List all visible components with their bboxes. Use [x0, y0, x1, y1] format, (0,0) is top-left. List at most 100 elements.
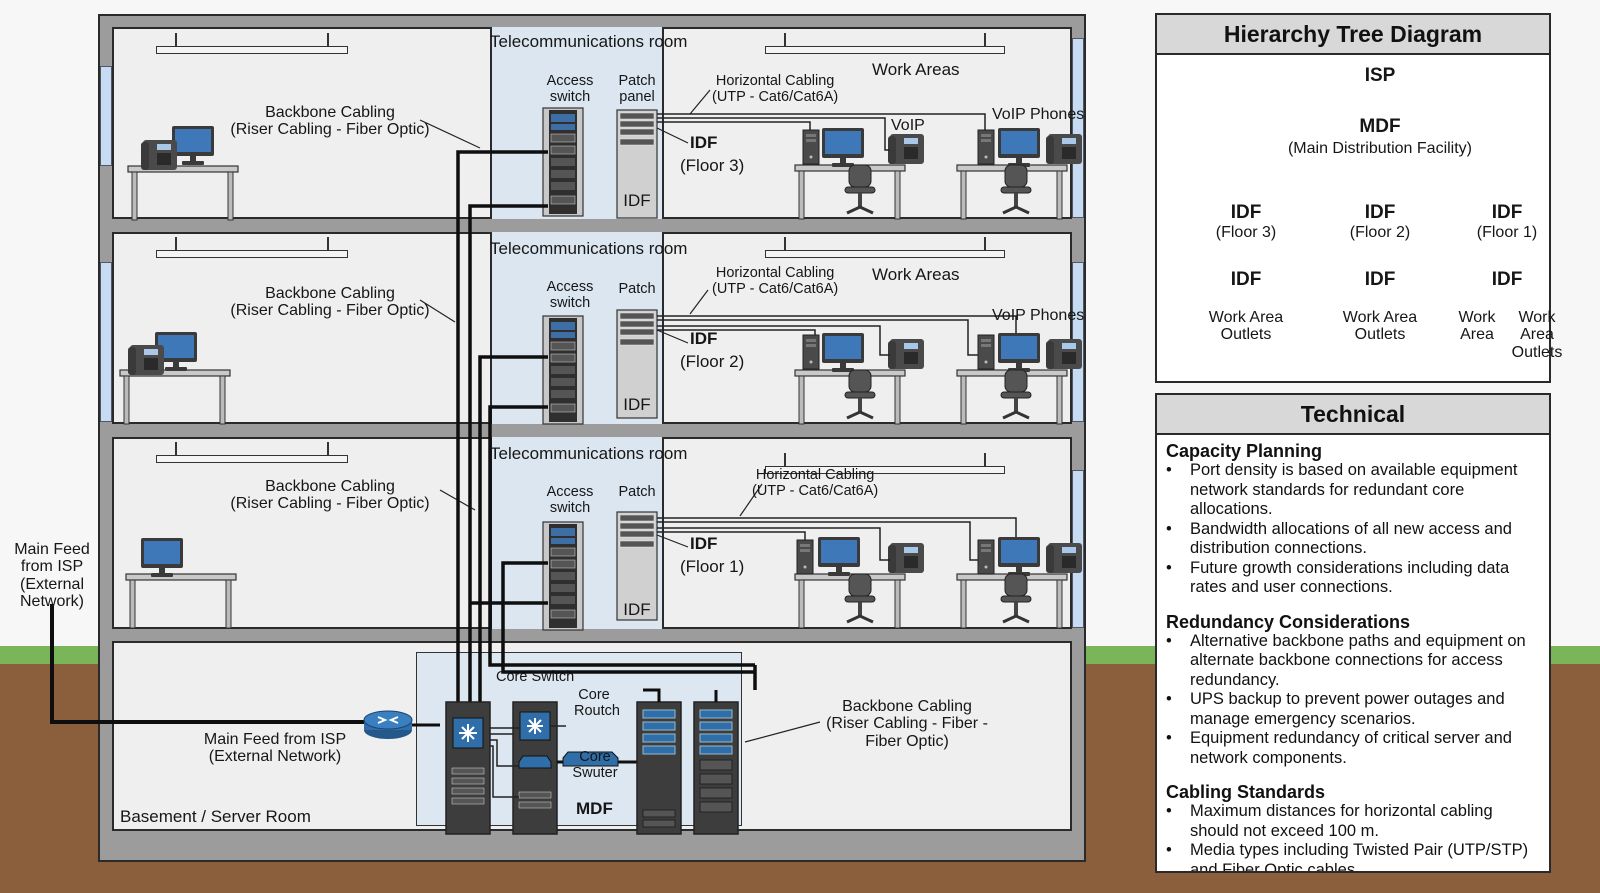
floor3-horizontal-cabling-label: Horizontal Cabling(UTP - Cat6/Cat6A): [712, 73, 839, 105]
floor3-idf-label: IDF: [690, 133, 718, 152]
list-item: Bandwidth allocations of all new access …: [1166, 520, 1541, 559]
list-item: Equipment redundancy of critical server …: [1166, 729, 1541, 768]
floor1-backbone-label: Backbone Cabling(Riser Cabling - Fiber O…: [230, 478, 430, 513]
ceiling-light: [156, 237, 348, 258]
tree-node-idf-floor3: IDF: [1230, 202, 1262, 223]
core-switch-rack-2: [512, 701, 558, 835]
core-interconnect-cables: [490, 725, 566, 798]
hierarchy-tree-panel: Hierarchy Tree Diagram: [1155, 13, 1551, 383]
access-switch-rack: [542, 521, 584, 631]
section-heading-capacity: Capacity Planning: [1166, 441, 1323, 461]
technical-panel: Technical Capacity Planning Port density…: [1155, 393, 1551, 873]
list-item: Maximum distances for horizontal cabling…: [1166, 802, 1541, 841]
core-switch-label: Core Switch: [496, 669, 575, 685]
window: [100, 262, 112, 422]
floor3-work-areas-label: Work Areas: [872, 60, 960, 79]
hierarchy-tree-title: Hierarchy Tree Diagram: [1157, 15, 1549, 55]
tree-leaf-floor3-outlets: Work Area Outlets: [1208, 309, 1284, 344]
floor1-access-switch-label: Access switch: [546, 484, 594, 516]
tree-node-idf-floor2-sub: (Floor 2): [1349, 224, 1411, 241]
tree-node-idf2-child: IDF: [1364, 269, 1396, 290]
floor3-idf-rack-label: IDF: [623, 191, 651, 210]
section-heading-redundancy: Redundancy Considerations: [1166, 611, 1411, 632]
tree-node-idf-floor1-sub: (Floor 1): [1476, 224, 1538, 241]
floor2-work-areas-label: Work Areas: [872, 265, 960, 284]
server-rack-1: [636, 701, 682, 835]
floor2-voip-phones-label: VoIP Phones: [992, 307, 1085, 324]
tree-node-idf3-child: IDF: [1230, 269, 1262, 290]
floor2-idf-floor: (Floor 2): [680, 352, 745, 371]
ceiling-light: [156, 33, 348, 54]
list-item: Future growth considerations including d…: [1166, 559, 1541, 598]
floor3-voip-label: VoIP: [891, 117, 925, 134]
floor1-telecom-title: Telecommunications room: [490, 444, 688, 463]
desk: [119, 369, 231, 425]
monitor-icon: [141, 538, 183, 577]
floor3-voip-phones-label: VoIP Phones: [992, 106, 1085, 123]
redundancy-list: Alternative backbone paths and equipment…: [1166, 632, 1541, 769]
floor2-horizontal-cabling-label: Horizontal Cabling(UTP - Cat6/Cat6A): [712, 265, 839, 297]
phone-icon: [141, 140, 177, 170]
tree-node-mdf-sub: (Main Distribution Facility): [1287, 140, 1473, 157]
backbone-to-servers: [643, 688, 718, 702]
section-heading-cabling: Cabling Standards: [1166, 782, 1326, 802]
core-swuter-device-icon: [557, 751, 637, 767]
floor3-workstations: [794, 128, 1082, 220]
basement-backbone-label: Backbone Cabling(Riser Cabling - Fiber -…: [826, 698, 988, 750]
list-item: Alternative backbone paths and equipment…: [1166, 632, 1541, 691]
tree-node-idf-floor1: IDF: [1491, 202, 1523, 223]
window: [1072, 38, 1084, 218]
main-feed-inside-label: Main Feed from ISP(External Network): [203, 731, 347, 766]
cabling-list: Maximum distances for horizontal cabling…: [1166, 802, 1541, 871]
access-switch-rack: [542, 315, 584, 425]
floor1-patch-panel-label: Patch: [618, 484, 656, 500]
floor3-patch-panel-label: Patch panel: [618, 73, 656, 105]
ceiling-light: [156, 442, 348, 463]
ceiling-light: [765, 453, 1005, 474]
monitor-icon: [172, 126, 214, 165]
tree-node-idf-floor2: IDF: [1364, 202, 1396, 223]
floor1-idf-floor: (Floor 1): [680, 557, 745, 576]
capacity-list: Port density is based on available equip…: [1166, 461, 1541, 598]
floor1-workstations: [794, 537, 1082, 629]
technical-title: Technical: [1157, 395, 1549, 435]
floor2-office: [112, 232, 492, 424]
router-icon: [363, 710, 413, 739]
list-item: Port density is based on available equip…: [1166, 461, 1541, 520]
floor2-patch-panel-label: Patch: [618, 281, 656, 297]
floor2-backbone-label: Backbone Cabling(Riser Cabling - Fiber O…: [230, 285, 430, 320]
phone-icon: [128, 345, 164, 375]
tree-leaf-floor2-outlets: Work Area Outlets: [1342, 309, 1418, 344]
tree-leaf-floor1-outlets: Work Area Outlets: [1511, 309, 1563, 361]
tree-node-idf-floor3-sub: (Floor 3): [1215, 224, 1277, 241]
floor1-idf-rack-label: IDF: [623, 600, 651, 619]
ceiling-light: [765, 237, 1005, 258]
floor2-access-switch-label: Access switch: [546, 279, 594, 311]
core-switch-rack-1: [445, 701, 491, 835]
floor1-office: [112, 437, 492, 629]
server-rack-2: [693, 701, 739, 835]
isp-main-feed-cable: [50, 604, 365, 724]
floor3-telecom-title: Telecommunications room: [490, 32, 688, 51]
floor2-telecom-title: Telecommunications room: [490, 239, 688, 258]
floor3-idf-floor: (Floor 3): [680, 156, 745, 175]
tree-node-idf1-child: IDF: [1491, 269, 1523, 290]
leader-lines: [419, 89, 821, 743]
tree-node-isp: ISP: [1364, 65, 1396, 86]
horizontal-cables: [657, 113, 1017, 561]
list-item: UPS backup to prevent power outages and …: [1166, 690, 1541, 729]
tree-node-mdf: MDF: [1359, 116, 1401, 137]
floor1-horizontal-cabling-label: Horizontal Cabling(UTP - Cat6/Cat6A): [752, 467, 879, 499]
floor2-idf-label: IDF: [690, 329, 718, 348]
desk: [127, 165, 239, 221]
desk: [125, 573, 237, 629]
floor3-office: [112, 27, 492, 219]
access-switch-rack: [542, 107, 584, 217]
ceiling-light: [765, 33, 1005, 54]
floor3-access-switch-label: Access switch: [546, 73, 594, 105]
mdf-label: MDF: [576, 799, 613, 818]
